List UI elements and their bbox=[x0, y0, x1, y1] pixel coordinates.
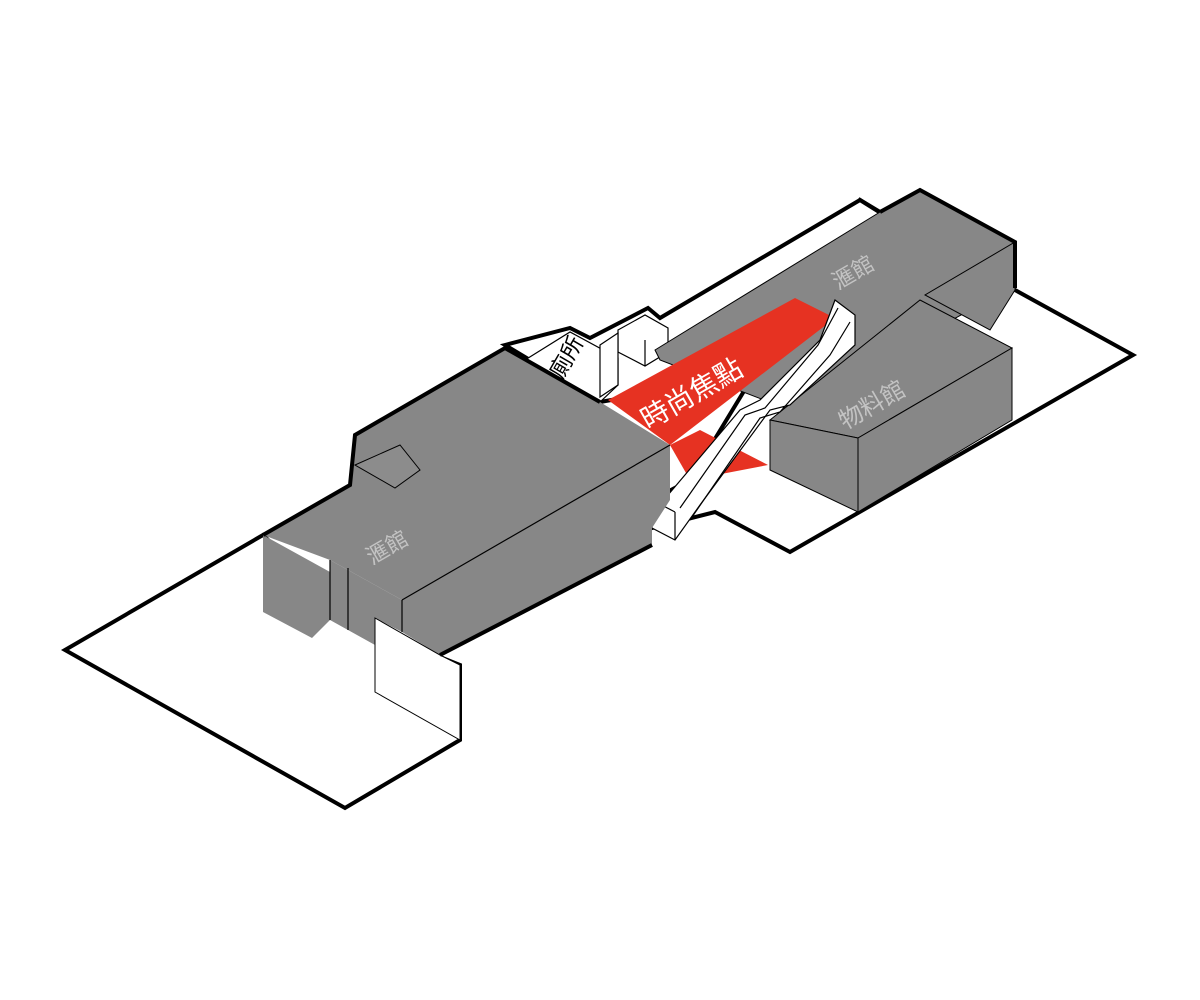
west-hall-side-a bbox=[263, 535, 330, 638]
west-hall-top bbox=[263, 348, 670, 600]
west-hall-front bbox=[402, 445, 670, 655]
materials-hall bbox=[768, 299, 1014, 513]
materials-hall-right bbox=[857, 347, 1013, 513]
escalator bbox=[651, 299, 856, 541]
west-hall bbox=[262, 345, 671, 741]
highlight-zone-floor bbox=[608, 298, 835, 445]
